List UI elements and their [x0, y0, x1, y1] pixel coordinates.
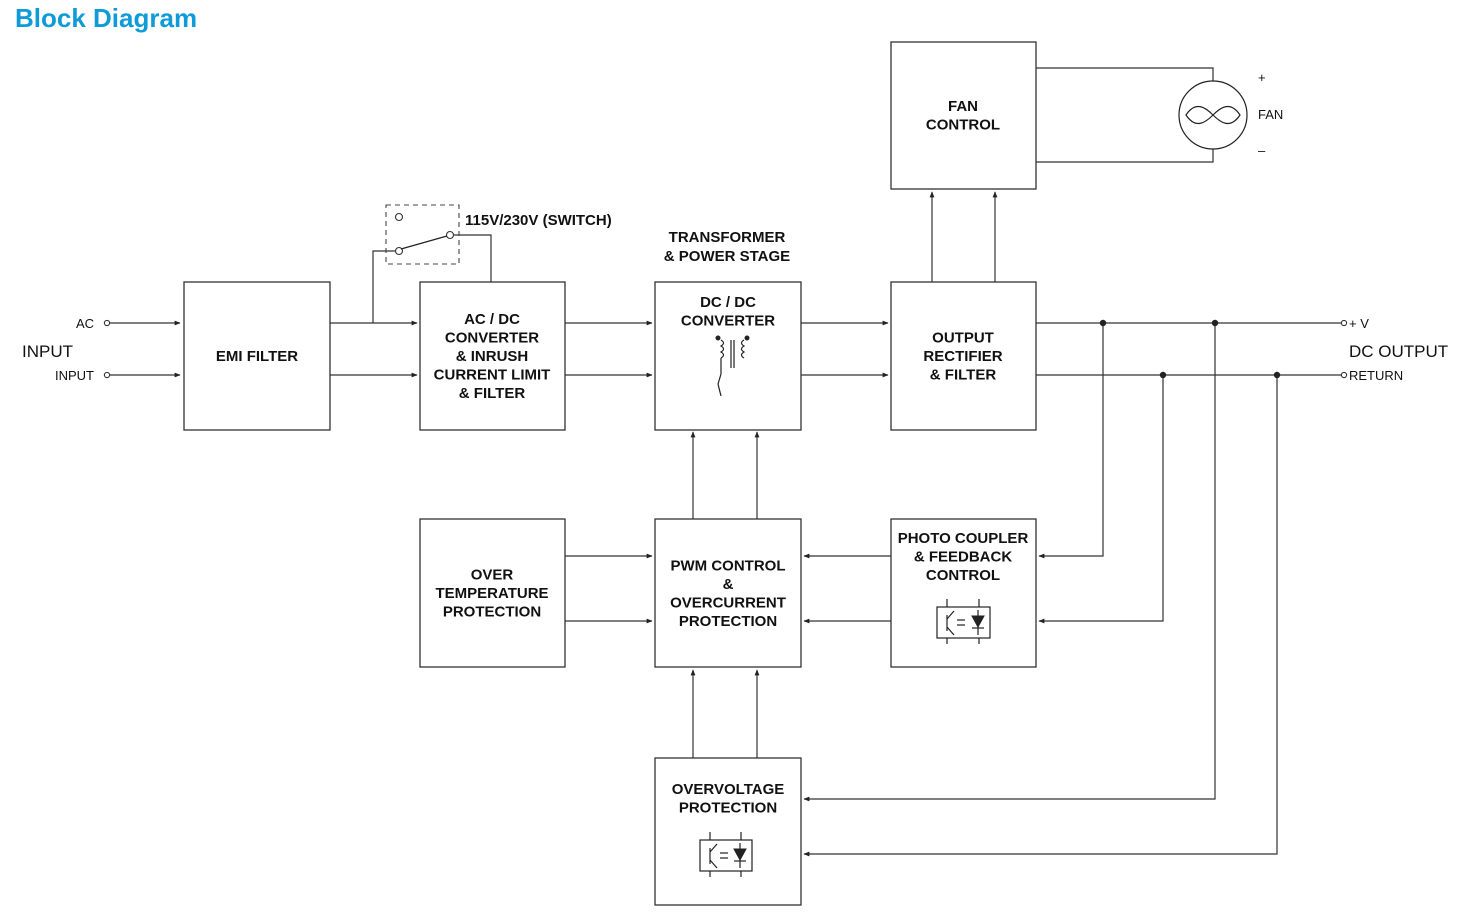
block-label-line: & FILTER — [459, 385, 526, 402]
wires — [110, 67, 1341, 857]
block-label-ovp: OVERVOLTAGE PROTECTION — [672, 781, 785, 817]
block-label-line: TEMPERATURE — [435, 585, 548, 602]
block-label-line: PHOTO COUPLER — [898, 530, 1029, 547]
block-label-line: CONVERTER — [445, 330, 539, 347]
block-label-line: FAN — [948, 98, 978, 115]
fan-icon — [1178, 80, 1248, 150]
fan-minus: – — [1258, 143, 1266, 158]
block-label-line: & FILTER — [930, 367, 997, 384]
ac-label: AC — [76, 316, 94, 331]
block-label-line: & INRUSH — [456, 348, 529, 365]
input-terminal-label: INPUT — [55, 368, 94, 383]
block-label-dcdc: DC / DC CONVERTER — [681, 294, 775, 330]
switch-label: 115V/230V (SWITCH) — [465, 212, 612, 229]
transformer-stage-line2: & POWER STAGE — [664, 248, 790, 265]
block-dc-dc-converter: DC / DC CONVERTER — [654, 281, 802, 431]
block-label-line: CONTROL — [926, 567, 1000, 584]
pos-v-terminal — [1340, 319, 1348, 327]
ac-terminal — [103, 319, 111, 327]
block-label-line: CONTROL — [926, 116, 1000, 133]
optocoupler-icon — [936, 599, 991, 644]
block-label-line: CONVERTER — [681, 313, 775, 330]
optocoupler-icon — [699, 832, 753, 877]
terminals — [103, 319, 1348, 379]
input-terminal — [103, 371, 111, 379]
block-label-line: OVER — [471, 567, 514, 584]
block-label-line: AC / DC — [464, 311, 520, 328]
block-label-line: & FEEDBACK — [914, 549, 1013, 566]
block-label-line: DC / DC — [700, 294, 756, 311]
block-overvoltage: OVERVOLTAGE PROTECTION — [654, 757, 802, 906]
block-label-line: PWM CONTROL — [671, 557, 786, 574]
block-label-line: OVERCURRENT — [670, 594, 786, 611]
block-pwm-control: PWM CONTROL &OVERCURRENT PROTECTION — [654, 518, 802, 668]
block-label-line: PROTECTION — [679, 800, 777, 817]
fan-plus: + — [1258, 70, 1266, 85]
block-emi-filter: EMI FILTER — [183, 281, 331, 431]
transformer-icon — [715, 335, 750, 397]
transformer-stage-line1: TRANSFORMER — [669, 229, 786, 246]
junction-dots — [1099, 319, 1281, 379]
block-label-acdc: AC / DC CONVERTER& INRUSH CURRENT LIMIT& F… — [434, 311, 551, 402]
dc-output-label: DC OUTPUT — [1349, 342, 1448, 361]
pos-v-label: + V — [1349, 316, 1369, 331]
block-label-emi: EMI FILTER — [216, 348, 298, 365]
block-label-line: CURRENT LIMIT — [434, 367, 551, 384]
return-label: RETURN — [1349, 368, 1403, 383]
block-label-line: EMI FILTER — [216, 348, 298, 365]
input-label: INPUT — [22, 342, 73, 361]
block-label-line: OUTPUT — [932, 330, 994, 347]
return-terminal — [1340, 371, 1348, 379]
block-label-line: RECTIFIER — [923, 348, 1002, 365]
switch-icon — [385, 204, 460, 265]
page-title: Block Diagram — [15, 3, 197, 33]
block-label-line: & — [723, 576, 734, 593]
block-label-pwm: PWM CONTROL &OVERCURRENT PROTECTION — [670, 557, 786, 630]
block-ac-dc-converter: AC / DC CONVERTER& INRUSH CURRENT LIMIT& F… — [419, 281, 566, 431]
block-label-line: OVERVOLTAGE — [672, 781, 785, 798]
fan-label: FAN — [1258, 107, 1283, 122]
block-label-line: PROTECTION — [443, 604, 541, 621]
block-label-line: PROTECTION — [679, 613, 777, 630]
